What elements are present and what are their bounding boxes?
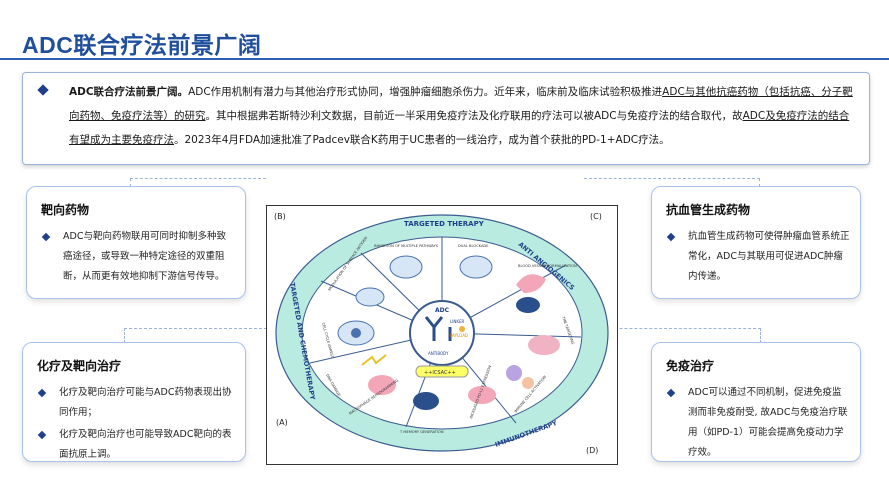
cell-illustrations [337,255,560,410]
diamond-bullet-icon [37,388,47,398]
box-targeted-item-1: ADC与靶向药物联用可同时抑制多种致癌途径，或导致一种特定途径的双重阻断，从而更… [63,231,226,282]
center-payload-label: PAYLOAD [450,333,468,338]
connector-top-left [130,178,266,187]
connector-mid-right [580,328,761,343]
box-chemo-heading: 化疗及靶向治疗 [37,359,122,373]
box-immuno-list: ADC可以通过不同机制，促进免疫监测而非免疫耐受, 故ADC与免疫治疗联用（如P… [666,383,850,465]
segment-label-dual: DUAL BLOCKADE [458,244,489,248]
box-anti-angiogenic: 抗血管生成药物 抗血管生成药物可使得肿瘤血管系统正常化，ADC与其联用可促进AD… [651,186,861,299]
box-immuno-item-1: ADC可以通过不同机制，促进免疫监测而非免疫耐受, 故ADC与免疫治疗联用（如P… [688,387,848,458]
box-chemo-item-1: 化疗及靶向治疗可能与ADC药物表现出协同作用； [59,387,232,418]
connector-top-right [584,178,760,187]
segment-label-inhibition: INHIBITION OF MULTIPLE PATHWAYS [374,244,439,248]
summary-lead: ADC联合疗法前景广阔。 [69,86,189,98]
diamond-bullet-icon [41,232,51,242]
summary-underline-2: ADC及免疫疗法的结合有望成为主要免疫疗法 [69,110,850,146]
center-linker-label: LINKER [450,319,465,324]
box-immunotherapy: 免疫治疗 ADC可以通过不同机制，促进免疫监测而非免疫耐受, 故ADC与免疫治疗… [651,342,861,462]
summary-part-2: 。其中根据弗若斯特沙利文数据，目前近一半采用免疫疗法及化疗联用的疗法可以被ADC… [205,110,743,122]
title-underline [0,58,889,60]
list-item: 化疗及靶向治疗可能与ADC药物表现出协同作用； [37,383,235,423]
adc-combination-diagram: (B) (C) (A) (D) ADC LINKER PAYL [266,205,618,465]
summary-bullet [37,84,49,96]
center-adc-label: ADC [435,307,450,314]
ring-label-top: TARGETED THERAPY [404,220,485,228]
summary-box: ADC联合疗法前景广阔。ADC作用机制有潜力与其他治疗形式协同，增强肿瘤细胞杀伤… [22,72,870,165]
diamond-bullet-icon [666,232,676,242]
diamond-bullet-icon [666,388,676,398]
list-item: ADC可以通过不同机制，促进免疫监测而非免疫耐受, 故ADC与免疫治疗联用（如P… [666,383,850,463]
segment-label-memory: T MEMORY GENERATION [399,430,444,434]
figure-label-d: (D) [586,446,598,455]
figure-label-b: (B) [274,212,286,221]
box-chemo-targeted: 化疗及靶向治疗 化疗及靶向治疗可能与ADC药物表现出协同作用； 化疗及靶向治疗也… [22,342,246,462]
box-antiangio-list: 抗血管生成药物可使得肿瘤血管系统正常化，ADC与其联用可促进ADC肿瘤内传递。 [666,227,850,289]
list-item: 抗血管生成药物可使得肿瘤血管系统正常化，ADC与其联用可促进ADC肿瘤内传递。 [666,227,850,287]
box-chemo-list: 化疗及靶向治疗可能与ADC药物表现出协同作用； 化疗及靶向治疗也可能导致ADC靶… [37,383,235,467]
box-targeted-list: ADC与靶向药物联用可同时抑制多种致癌途径，或导致一种特定途径的双重阻断，从而更… [41,227,235,289]
box-targeted-heading: 靶向药物 [41,203,90,217]
summary-text: ADC联合疗法前景广阔。ADC作用机制有潜力与其他治疗形式协同，增强肿瘤细胞杀伤… [69,80,859,152]
summary-underline-1: ADC与其他抗癌药物（包括抗癌、分子靶向药物、免疫疗法等）的研究 [69,86,853,122]
summary-part-1: ADC作用机制有潜力与其他治疗形式协同，增强肿瘤细胞杀伤力。近年来，临床前及临床… [188,86,663,98]
box-immuno-heading: 免疫治疗 [666,359,715,373]
box-targeted-drugs: 靶向药物 ADC与靶向药物联用可同时抑制多种致癌途径，或导致一种特定途径的双重阻… [26,186,246,299]
diamond-bullet-icon [37,430,47,440]
list-item: ADC与靶向药物联用可同时抑制多种致癌途径，或导致一种特定途径的双重阻断，从而更… [41,227,235,287]
list-item: 化疗及靶向治疗也可能导致ADC靶向的表面抗原上调。 [37,425,235,465]
box-chemo-item-2: 化疗及靶向治疗也可能导致ADC靶向的表面抗原上调。 [59,429,232,460]
figure-label-c: (C) [590,212,602,221]
center-antibody-label: ANTIBODY [428,351,449,356]
center-bottom-label: ++ICSAC++ [424,370,456,376]
page-title: ADC联合疗法前景广阔 [22,32,262,58]
summary-part-3: 。2023年4月FDA加速批准了Padcev联合K药用于UC患者的一线治疗，成为… [174,134,670,146]
connector-mid-left [124,328,277,343]
box-antiangio-heading: 抗血管生成药物 [666,203,751,217]
segment-label-vessel: BLOOD VESSEL NORMALIZATION [518,264,577,268]
figure-label-a: (A) [276,418,288,427]
adc-antibody-icon [424,316,452,341]
box-antiangio-item-1: 抗血管生成药物可使得肿瘤血管系统正常化，ADC与其联用可促进ADC肿瘤内传递。 [688,231,850,282]
